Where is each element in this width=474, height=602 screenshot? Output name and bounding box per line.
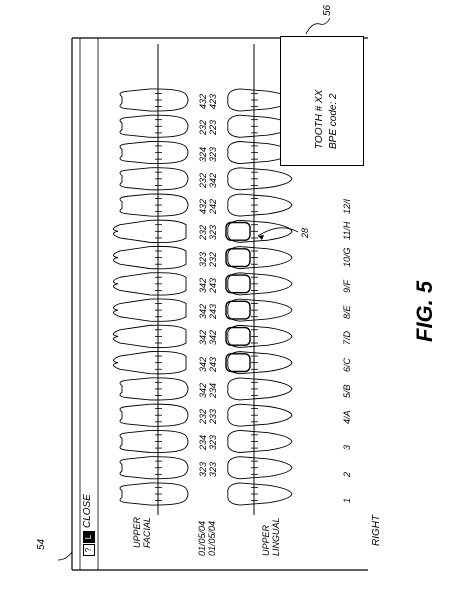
lingual-tooth-outline[interactable] — [227, 429, 293, 453]
facial-tooth-outline[interactable] — [119, 377, 189, 401]
facial-tooth-outline[interactable] — [119, 456, 189, 480]
lingual-crown-outline — [225, 248, 251, 268]
facial-tooth-outline[interactable] — [113, 298, 187, 322]
facial-tooth-outline[interactable] — [113, 272, 187, 296]
lingual-tooth-outline[interactable] — [227, 272, 293, 296]
lingual-crown-outline — [225, 274, 251, 294]
lingual-tooth-outline[interactable] — [227, 377, 293, 401]
facial-tooth-outline[interactable] — [113, 324, 187, 349]
lingual-crown-outline — [225, 326, 251, 346]
lingual-crown-outline — [225, 300, 251, 320]
facial-tooth-outline[interactable] — [119, 167, 189, 191]
lingual-tooth-outline[interactable] — [227, 298, 293, 322]
facial-tooth-outline[interactable] — [119, 193, 189, 217]
facial-tooth-outline[interactable] — [119, 114, 189, 138]
figure-label: FIG. 5 — [412, 280, 437, 342]
facial-tooth-outline[interactable] — [119, 88, 189, 112]
facial-tooth-outline[interactable] — [119, 141, 189, 165]
lingual-tooth-outline[interactable] — [227, 403, 293, 427]
lingual-tooth-outline[interactable] — [227, 324, 293, 348]
facial-tooth-outline[interactable] — [119, 482, 189, 506]
lingual-tooth-outline[interactable] — [227, 246, 293, 270]
facial-tooth-outline[interactable] — [113, 351, 187, 375]
lingual-crown-outline — [225, 221, 251, 241]
facial-tooth-outline[interactable] — [113, 245, 187, 270]
lingual-tooth-outline[interactable] — [227, 482, 293, 506]
facial-tooth-outline[interactable] — [119, 429, 189, 453]
lingual-tooth-outline[interactable] — [227, 167, 293, 191]
lingual-tooth-outline[interactable] — [227, 219, 293, 243]
facial-tooth-outline[interactable] — [113, 219, 187, 243]
lingual-tooth-outline[interactable] — [227, 193, 293, 217]
lingual-tooth-outline[interactable] — [227, 351, 293, 375]
lingual-crown-outline — [225, 353, 251, 373]
lingual-tooth-outline[interactable] — [227, 456, 293, 480]
facial-tooth-outline[interactable] — [119, 403, 189, 427]
tooth-info-popup[interactable]: TOOTH # XX BPE code: 2 — [280, 36, 364, 166]
